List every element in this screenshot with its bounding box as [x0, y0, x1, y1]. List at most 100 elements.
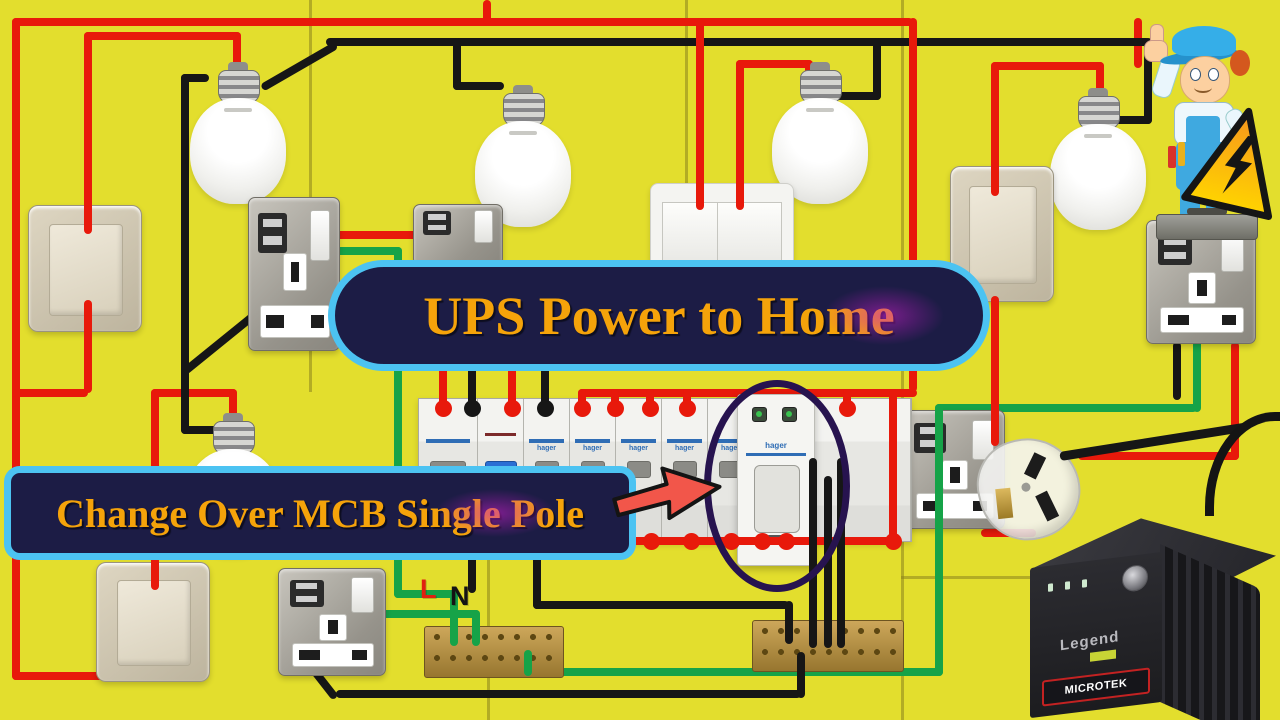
- switch-rocker: [969, 185, 1037, 285]
- toolbox: [1156, 208, 1258, 240]
- live-label: L: [420, 574, 437, 604]
- neutral-wire: [181, 426, 233, 434]
- live-wire: [843, 389, 851, 409]
- panel-seam: [901, 576, 1031, 579]
- switch-rocker: [117, 579, 191, 667]
- bulb-brand-mark: [509, 131, 537, 135]
- earth-wire: [524, 650, 532, 676]
- neutral-wire: [797, 652, 805, 698]
- panel-seam: [685, 0, 688, 262]
- usb-socket-outlet: [248, 197, 340, 351]
- usb-socket-outlet: [1146, 220, 1256, 344]
- neutral-wire: [260, 41, 339, 92]
- usb-ports: [422, 211, 451, 235]
- callout-text: Change Over MCB Single Pole: [55, 490, 585, 536]
- socket-pin-slots: [1159, 306, 1245, 334]
- mascot-eye: [1208, 68, 1219, 81]
- live-wire: [151, 389, 237, 397]
- neutral-wire: [336, 690, 801, 698]
- neutral-wire: [873, 38, 881, 100]
- earth-terminal: [319, 613, 347, 641]
- neutral-wire: [453, 38, 461, 90]
- electric-warning-sign: [1181, 107, 1273, 220]
- live-wire: [330, 231, 473, 239]
- socket-pin-slots: [291, 643, 375, 667]
- title-banner: UPS Power to Home: [328, 260, 990, 371]
- earth-wire: [524, 668, 943, 676]
- ups-front-face: Legend MICROTEK: [1030, 551, 1162, 719]
- bulb-glass: [190, 98, 286, 204]
- bulb-glass: [1050, 124, 1146, 230]
- socket-switch: [351, 577, 375, 614]
- live-wire: [12, 18, 20, 680]
- socket-switch: [473, 209, 494, 243]
- socket-pin-slots: [259, 305, 331, 338]
- earth-wire: [1193, 340, 1201, 412]
- usb-socket-outlet: [278, 568, 386, 676]
- live-wire: [233, 32, 241, 90]
- plug-earth-pin: [995, 487, 1014, 520]
- bulb-brand-mark: [806, 108, 834, 112]
- neutral-wire: [1108, 116, 1152, 124]
- live-wire: [578, 389, 586, 409]
- live-wire: [12, 389, 88, 397]
- mascot-tool: [1178, 142, 1185, 166]
- socket-switch: [310, 210, 330, 261]
- live-wire: [736, 60, 813, 68]
- bulb-cap-tip: [223, 413, 243, 423]
- ups-unit: Legend MICROTEK: [1024, 498, 1276, 720]
- live-wire: [84, 32, 241, 40]
- bulb-brand-mark: [1084, 134, 1112, 138]
- live-wire: [611, 389, 619, 409]
- callout-banner: Change Over MCB Single Pole: [4, 466, 636, 560]
- earth-wire: [394, 247, 402, 598]
- live-wire: [229, 389, 237, 417]
- neutral-wire: [837, 458, 845, 648]
- usb-ports: [258, 213, 287, 253]
- mascot-fist: [1144, 40, 1168, 62]
- live-wire: [483, 0, 491, 24]
- usb-ports: [289, 579, 324, 608]
- neutral-wire: [1144, 38, 1152, 124]
- ups-brand-logo: MICROTEK: [1042, 667, 1150, 707]
- panel-seam: [309, 0, 312, 392]
- neutral-label: N: [450, 581, 470, 611]
- pointer-arrow: [612, 466, 722, 521]
- neutral-wire: [533, 541, 541, 609]
- earth-wire: [935, 404, 1197, 412]
- live-wire: [84, 32, 92, 234]
- earth-wire: [450, 590, 458, 646]
- earth-terminal: [1188, 272, 1216, 304]
- live-wire: [439, 356, 447, 408]
- usb-socket-outlet: [413, 204, 503, 266]
- bulb-brand-mark: [224, 108, 252, 112]
- earth-terminal: [942, 460, 968, 491]
- bulb-cap-tip: [513, 85, 533, 95]
- live-wire: [1231, 342, 1239, 460]
- earth-terminal: [283, 252, 307, 292]
- live-wire: [991, 296, 999, 446]
- title-text: UPS Power to Home: [423, 285, 895, 346]
- neutral-wire: [824, 476, 832, 648]
- live-wire: [889, 389, 897, 541]
- mascot-overalls-bib: [1186, 116, 1220, 146]
- live-wire: [84, 300, 92, 393]
- earth-wire: [379, 610, 480, 618]
- neutral-wire: [326, 38, 1150, 46]
- earth-busbar: [424, 626, 564, 678]
- bulb-cap-tip: [1088, 88, 1108, 98]
- live-wire: [909, 18, 917, 392]
- neutral-wire: [541, 356, 549, 412]
- mascot-face: [1180, 56, 1230, 104]
- neutral-wire: [181, 74, 189, 434]
- neutral-wire: [181, 74, 209, 82]
- live-wire: [1078, 452, 1239, 460]
- mascot-cap: [1172, 26, 1236, 56]
- live-wire: [1096, 62, 1104, 108]
- neutral-wire: [1173, 342, 1181, 400]
- ups-status-leds: [1048, 579, 1087, 592]
- neutral-wire: [453, 82, 504, 90]
- neutral-wire: [834, 92, 881, 100]
- live-wire: [991, 62, 1104, 70]
